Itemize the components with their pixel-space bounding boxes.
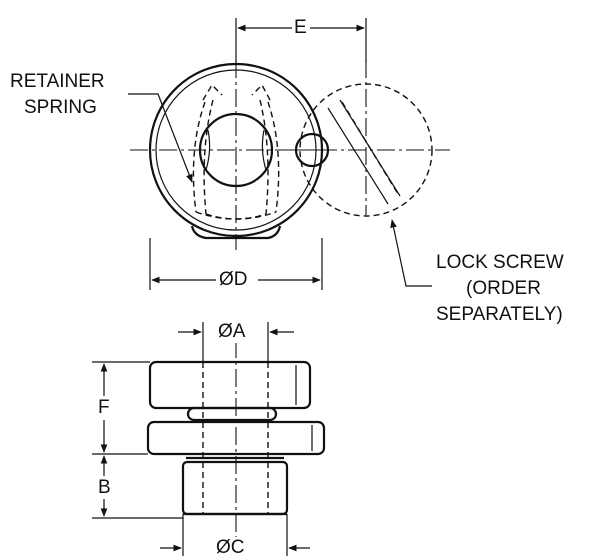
lock-screw-label-line1: LOCK SCREW — [436, 252, 564, 273]
lock-screw-leader — [390, 219, 432, 287]
lock-screw-label-line2: (ORDER — [466, 278, 541, 299]
dimension-a — [178, 322, 294, 362]
dimension-d-label: ØD — [217, 269, 250, 291]
dimension-d — [149, 238, 323, 290]
dimension-c-label: ØC — [214, 537, 247, 559]
side-view — [146, 340, 326, 540]
dimension-b-label: B — [96, 477, 113, 499]
dimension-c — [160, 514, 310, 556]
dimension-b — [92, 455, 183, 519]
dimension-f — [92, 361, 150, 455]
dimension-f-label: F — [96, 397, 112, 419]
retainer-spring-leader — [128, 93, 193, 183]
dimension-e — [235, 18, 367, 62]
top-view — [130, 60, 330, 250]
lock-screw-outline — [290, 60, 450, 217]
dimension-a-label: ØA — [216, 321, 248, 343]
dimension-e-label: E — [292, 17, 309, 39]
retainer-spring-label-line2: SPRING — [24, 97, 97, 118]
retainer-spring-label-line1: RETAINER — [10, 71, 105, 92]
lock-screw-label-line3: SEPARATELY) — [436, 304, 563, 325]
